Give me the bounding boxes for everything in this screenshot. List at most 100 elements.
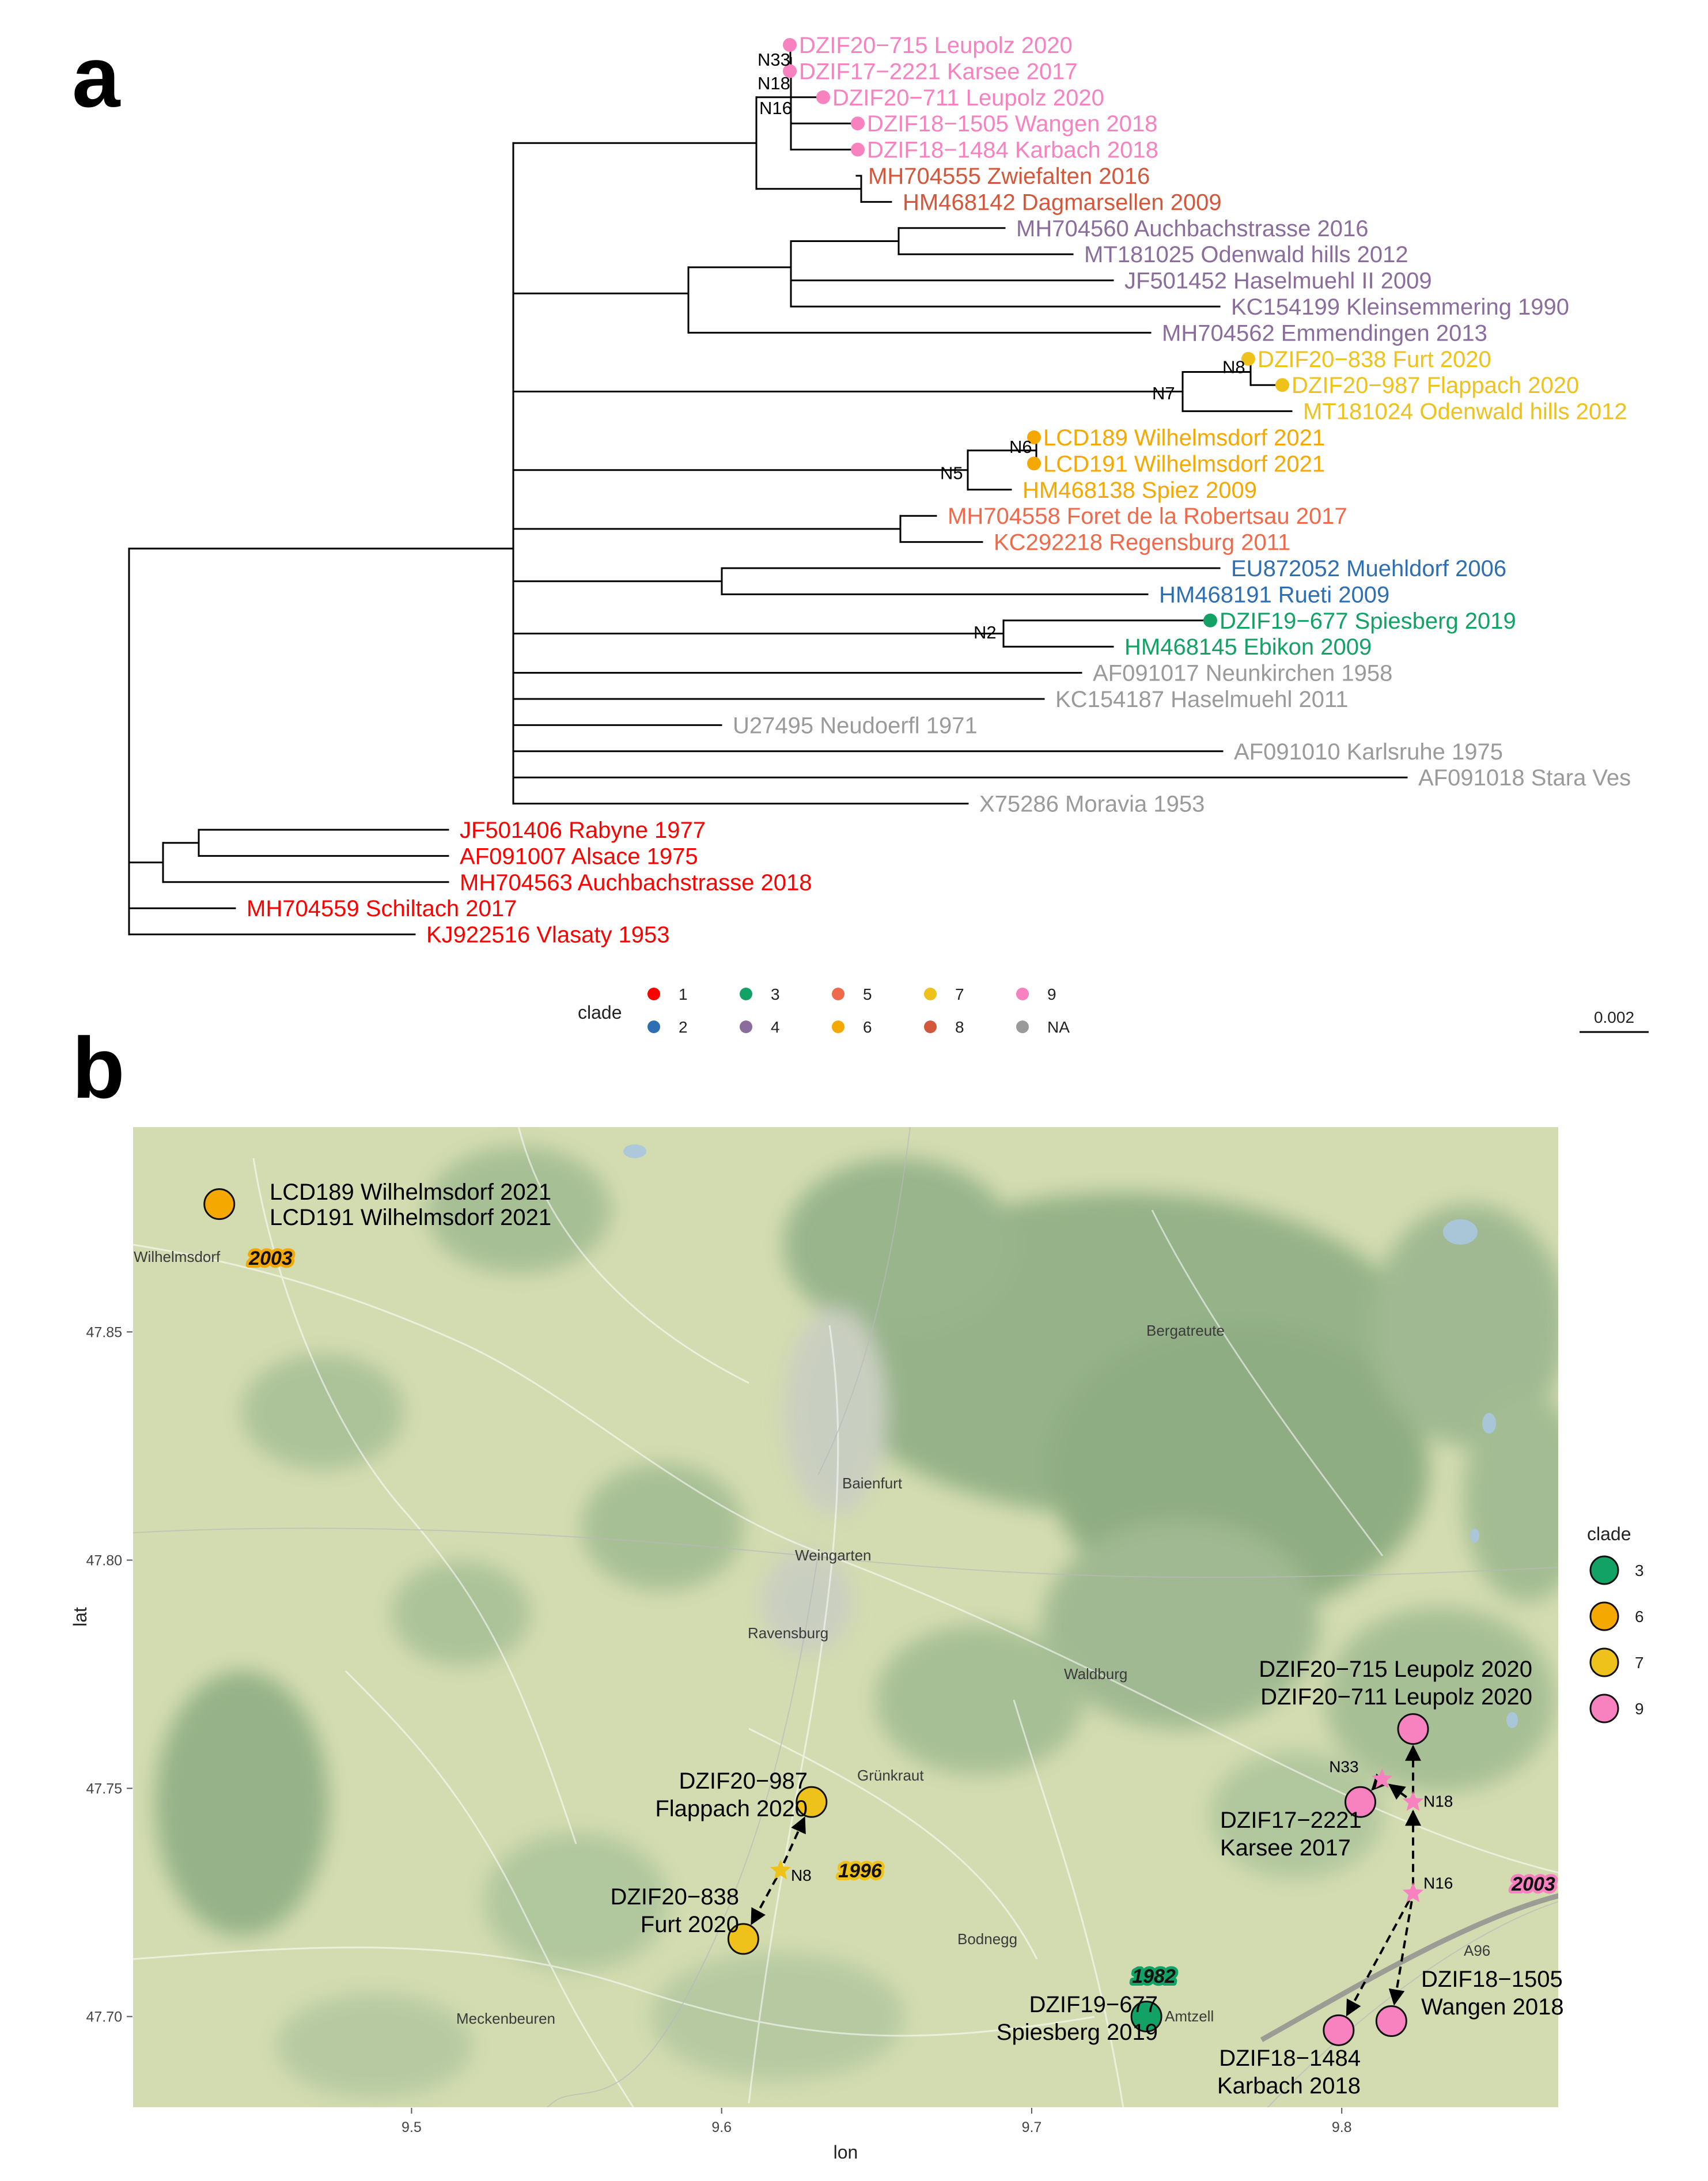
legend-label-1: 1: [679, 985, 688, 1003]
tip-label-lcd191-wilhelmsdorf-2021: LCD191 Wilhelmsdorf 2021: [1043, 451, 1325, 477]
label-lcd189: LCD189 Wilhelmsdorf 2021: [270, 1180, 551, 1205]
tip-label-mh704558-foret-de-la-robertsau-2017: MH704558 Foret de la Robertsau 2017: [948, 504, 1347, 529]
sample-point-dzif20-838: [727, 1923, 759, 1955]
sample-point-lcd189: [203, 1188, 236, 1220]
map-legend-swatch-3: [1589, 1555, 1619, 1585]
place-gr-nkraut: Grünkraut: [857, 1767, 924, 1784]
tip-label-dzif20-987-flappach-2020: DZIF20−987 Flappach 2020: [1292, 373, 1579, 398]
tip-label-lcd189-wilhelmsdorf-2021: LCD189 Wilhelmsdorf 2021: [1043, 425, 1325, 451]
sample-point-dzif17-2221: [1345, 1786, 1377, 1818]
label-flappach-id: DZIF20−987: [679, 1768, 808, 1794]
tip-point: [851, 142, 865, 157]
place-baienfurt: Baienfurt: [842, 1475, 903, 1492]
label-furt-id: DZIF20−838: [611, 1884, 739, 1910]
place-meckenbeuren: Meckenbeuren: [456, 2010, 555, 2027]
tip-point: [816, 90, 830, 104]
legend-swatch-6: [832, 1020, 844, 1033]
year-annotation: 2003: [248, 1248, 293, 1269]
label-spiesberg-place: Spiesberg 2019: [997, 2020, 1158, 2045]
legend-label-5: 5: [863, 985, 872, 1003]
place-waldburg: Waldburg: [1064, 1665, 1127, 1683]
tip-point: [1203, 613, 1217, 628]
tip-label-hm468145-ebikon-2009: HM468145 Ebikon 2009: [1124, 634, 1372, 660]
map-legend-swatch-9: [1589, 1694, 1619, 1723]
node-label-n18: N18: [758, 73, 790, 93]
scale-bar: 0.002: [1580, 1008, 1649, 1033]
map-legend-label-6: 6: [1635, 1608, 1644, 1626]
legend-label-8: 8: [955, 1018, 964, 1036]
legend-swatch-7: [924, 988, 937, 1000]
tip-label-jf501406-rabyne-1977: JF501406 Rabyne 1977: [460, 818, 706, 843]
panel-a-letter: a: [72, 28, 121, 125]
label-furt-place: Furt 2020: [641, 1912, 739, 1937]
transmission-arrow: [1388, 1783, 1407, 1800]
tip-label-hm468142-dagmarsellen-2009: HM468142 Dagmarsellen 2009: [903, 190, 1222, 215]
map-legend-swatch-7: [1589, 1647, 1619, 1677]
tip-label-af091007-alsace-1975: AF091007 Alsace 1975: [460, 844, 698, 869]
map-legend-swatch-6: [1589, 1601, 1619, 1631]
y-tick-label: 47.80: [86, 1552, 122, 1568]
node-label-n33: N33: [758, 50, 790, 70]
label-wangen-id: DZIF18−1505: [1421, 1967, 1563, 1992]
year-annotation: 1996: [838, 1860, 883, 1882]
tip-label-eu872052-muehldorf-2006: EU872052 Muehldorf 2006: [1231, 556, 1506, 581]
legend-swatch-8: [924, 1020, 937, 1033]
node-label-n8: N8: [1222, 357, 1245, 377]
map-panel-border: [132, 1126, 1559, 2108]
legend-label-na: NA: [1047, 1018, 1070, 1036]
tip-label-mh704560-auchbachstrasse-2016: MH704560 Auchbachstrasse 2016: [1016, 216, 1369, 241]
map-background: [132, 1127, 1559, 2108]
legend-label-2: 2: [679, 1018, 688, 1036]
legend-title: clade: [578, 1002, 622, 1023]
tip-label-mt181025-odenwald-hills-2012: MT181025 Odenwald hills 2012: [1084, 242, 1408, 267]
ancestral-node-label: N16: [1423, 1874, 1453, 1892]
tip-label-u27495-neudoerfl-1971: U27495 Neudoerfl 1971: [733, 713, 978, 738]
transmission-arrow: [1371, 1773, 1388, 1791]
label-leupolz-715: DZIF20−715 Leupolz 2020: [1259, 1657, 1532, 1682]
tip-point: [1241, 351, 1255, 366]
tip-label-dzif18-1484-karbach-2018: DZIF18−1484 Karbach 2018: [867, 138, 1158, 163]
map-legend-label-3: 3: [1635, 1562, 1644, 1579]
sample-point-dzif19-677: [1130, 2001, 1162, 2033]
ancestral-node-n16: [1402, 1882, 1424, 1903]
place-wilhelmsdorf: Wilhelmsdorf: [134, 1248, 221, 1265]
tip-label-af091010-karlsruhe-1975: AF091010 Karlsruhe 1975: [1234, 739, 1503, 765]
sample-point-dzif20-987: [796, 1786, 828, 1818]
sample-point-dzif18-1505: [1375, 2005, 1407, 2038]
label-leupolz-711: DZIF20−711 Leupolz 2020: [1260, 1684, 1532, 1710]
y-tick-label: 47.75: [86, 1781, 122, 1797]
tip-label-mh704563-auchbachstrasse-2018: MH704563 Auchbachstrasse 2018: [460, 870, 812, 895]
y-tick-label: 47.70: [86, 2009, 122, 2025]
x-tick-label: 9.6: [711, 2119, 732, 2135]
legend-swatch-5: [832, 988, 844, 1000]
map-place-labels: WilhelmsdorfBergatreuteBaienfurtWeingart…: [134, 1248, 1490, 2027]
place-weingarten: Weingarten: [795, 1547, 872, 1564]
label-karbach-place: Karbach 2018: [1217, 2073, 1361, 2099]
transmission-arrow: [1388, 1901, 1413, 2006]
transmission-arrow: [750, 1877, 778, 1926]
label-karsee-id: DZIF17−2221: [1220, 1808, 1362, 1833]
node-label-n6: N6: [1009, 437, 1032, 457]
tip-label-jf501452-haselmuehl-ii-2009: JF501452 Haselmuehl II 2009: [1124, 269, 1432, 294]
tip-point: [783, 38, 797, 52]
map-point-labels: LCD189 Wilhelmsdorf 2021 LCD191 Wilhelms…: [270, 1180, 1564, 2099]
place-bodnegg: Bodnegg: [957, 1930, 1017, 1948]
tip-label-kc154199-kleinsemmering-1990: KC154199 Kleinsemmering 1990: [1231, 294, 1569, 320]
y-tick-label: 47.85: [86, 1324, 122, 1340]
label-spiesberg-id: DZIF19−677: [1029, 1992, 1158, 2017]
tip-point: [1027, 430, 1041, 444]
tip-label-kc292218-regensburg-2011: KC292218 Regensburg 2011: [994, 530, 1290, 555]
place-amtzell: Amtzell: [1165, 2008, 1214, 2025]
place-bergatreute: Bergatreute: [1146, 1322, 1225, 1339]
legend-swatch-1: [647, 988, 660, 1000]
tip-label-dzif20-715-leupolz-2020: DZIF20−715 Leupolz 2020: [799, 33, 1073, 58]
ancestral-node-n33: [1372, 1768, 1393, 1789]
tip-label-kc154187-haselmuehl-2011: KC154187 Haselmuehl 2011: [1055, 687, 1349, 712]
ancestral-node-label: N8: [791, 1866, 812, 1884]
legend-label-4: 4: [771, 1018, 780, 1036]
